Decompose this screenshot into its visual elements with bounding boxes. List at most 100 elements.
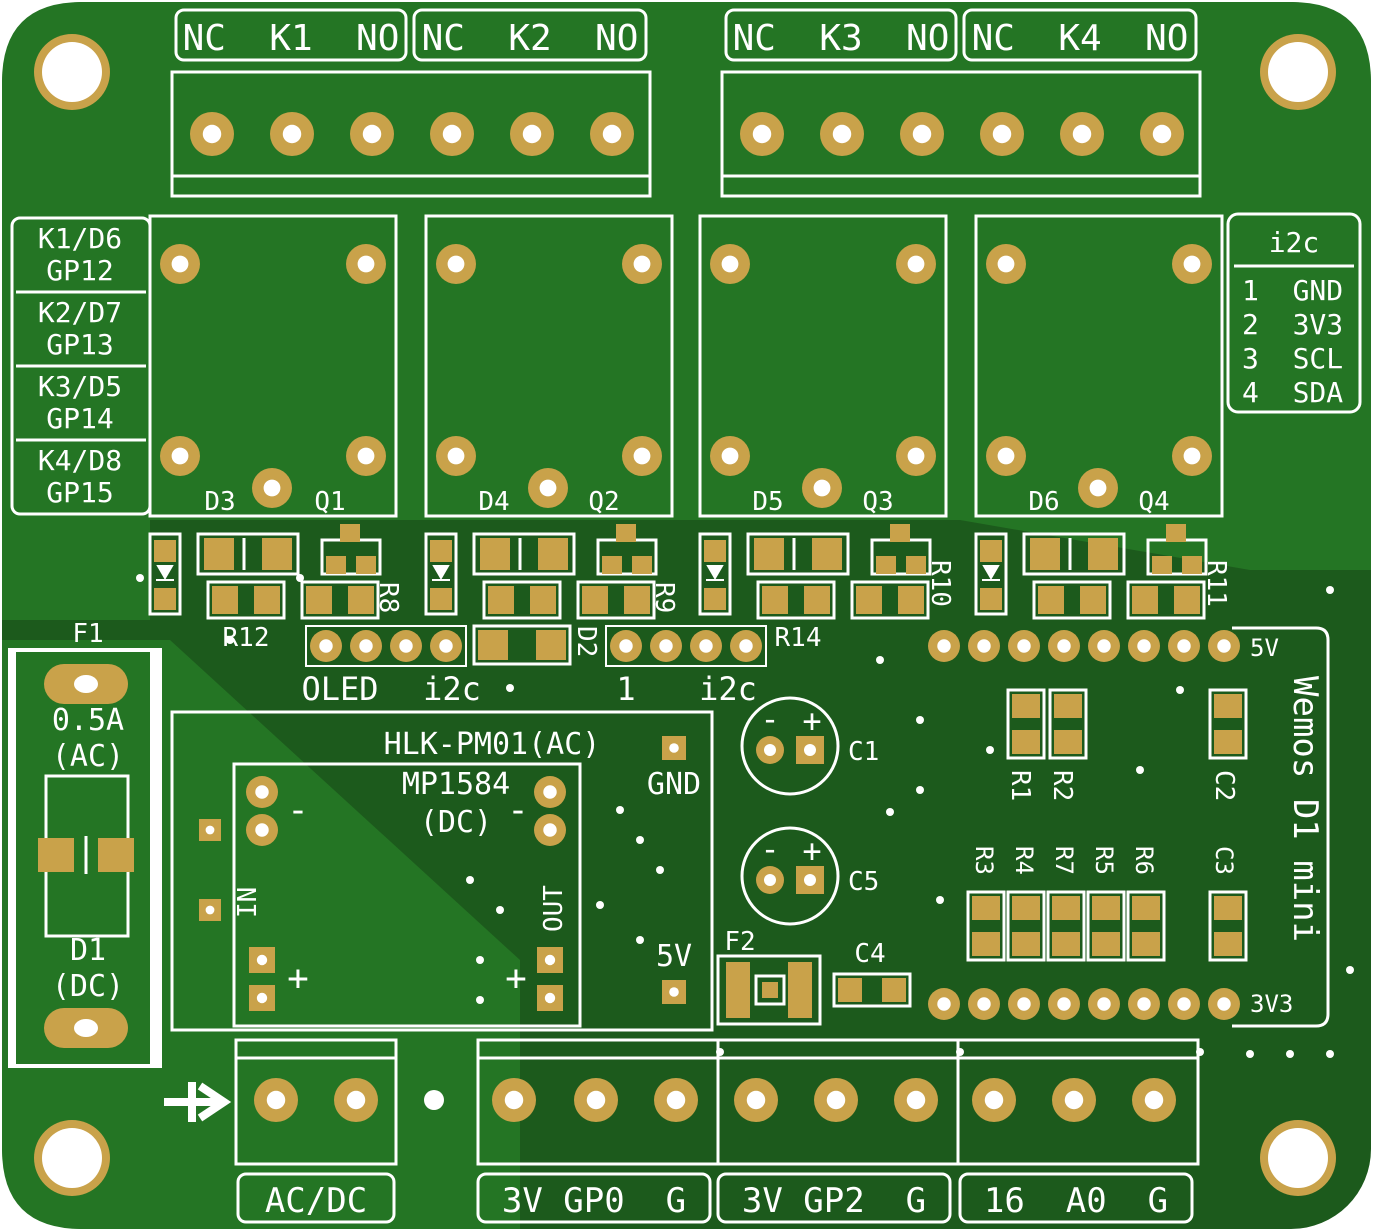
pad-drill [977,639,991,653]
relay-outline [974,214,1224,518]
pin-5v-label: 5V [1250,634,1279,662]
pad-drill [447,255,465,273]
led-pad [204,538,234,570]
base-resistor-pad [624,586,650,614]
resistor-pad [762,586,788,614]
terminal-label-acdc: AC/DC [236,1172,396,1224]
wemos-part-labels: R1 R2 C2 R3 R4 R7 R5 R6 C3 [970,770,1239,875]
via [1326,586,1334,594]
wemos-smd-outline [1046,890,1086,962]
terminal-label-k2: NC K2 NO [412,8,648,62]
relay-footprints [148,214,1224,518]
r2-outline [1048,688,1088,760]
pad-drill [1064,1090,1084,1110]
pin-map-gp3: GP14 [46,402,113,435]
pad-drill [255,785,269,799]
r10-label: R10 [925,560,955,607]
wemos-smd-pad [1012,932,1040,956]
terminal-label-a0: 16 A0 G [958,1172,1194,1224]
flyback-diode-outline [698,532,732,616]
led-outline [746,532,850,576]
via [656,866,664,874]
c5-minus: - [760,830,779,868]
led-pad [1030,538,1060,570]
base-resistor-pad [1132,586,1158,614]
pad-drill [399,639,413,653]
c2-label: C2 [1209,770,1239,801]
pad-drill [205,905,215,915]
resistor-outline [756,580,836,620]
wemos-smd-pad [1052,896,1080,920]
r1-label: R1 [1005,770,1035,801]
i2c-row-1: 1 GND [1242,274,1343,307]
r1-outline [1006,688,1046,760]
wemos-smd-pad [1132,896,1160,920]
r1-pad [1012,694,1040,718]
via [226,636,234,644]
transistor-pad [602,556,622,574]
relay-outline [424,214,674,518]
pad-drill [1097,997,1111,1011]
wemos-smd-pad [1052,932,1080,956]
pad-drill [1183,255,1201,273]
capacitor-c4: C4 [832,939,912,1008]
pin-map-k3: K3/D5 [38,370,122,403]
r2-pad [1054,730,1082,754]
resistor-pad [530,586,556,614]
flyback-diode-outline [148,532,182,616]
relay-4-q-label: Q4 [1138,487,1169,517]
diode-pad [430,540,452,562]
via [296,574,304,582]
five-v-label: 5V [656,939,692,974]
transistor-pad [356,556,376,574]
pin-map-gp1: GP12 [46,254,113,287]
wemos-outline: Wemos D1 mini [1232,626,1330,1028]
resistor-outline [1032,580,1112,620]
terminal-label-k4-text: NC K4 NO [972,18,1189,59]
terminal-label-gp0: 3V GP0 G [476,1172,712,1224]
via [956,1048,964,1056]
resistor-outline [482,580,562,620]
via [1196,1048,1204,1056]
via [1176,686,1184,694]
led-pad [754,538,784,570]
pad-drill [1144,1090,1164,1110]
d1-label: D1 [70,933,106,968]
relay-2-d-label: D4 [478,487,509,517]
relay-3-q-label: Q3 [862,487,893,517]
wemos-smd-pad [1214,896,1242,920]
pad-drill [984,1090,1004,1110]
pad-drill [907,447,925,465]
pad-drill [1137,639,1151,653]
pad-drill [1017,997,1031,1011]
pad-drill [721,447,739,465]
c1-label: C1 [848,737,879,767]
pad-drill [543,823,557,837]
terminal-label-gp2-text: 3V GP2 G [742,1181,926,1221]
base-resistor-pad [898,586,924,614]
pin-map-gp2: GP13 [46,328,113,361]
base-resistor-pad [856,586,882,614]
pad-drill [669,743,679,753]
pad-drill [659,639,673,653]
pad-drill [346,1090,366,1110]
via [986,746,994,754]
via [1346,966,1354,974]
via [886,808,894,816]
fuse-rating-label: 0.5A [52,703,124,738]
c1-plus: + [802,702,821,740]
via [596,901,604,909]
mounting-holes [34,34,1336,1196]
relay-1-d-label: D3 [204,487,235,517]
via [636,936,644,944]
pad-drill [1097,639,1111,653]
terminal-label-acdc-text: AC/DC [265,1181,367,1221]
diode-pad [980,540,1002,562]
wemos-smd-outline [1126,890,1166,962]
pad-drill [937,639,951,653]
in-label: IN [233,887,263,918]
via [636,836,644,844]
pad-drill [544,954,556,966]
pad-drill [202,124,222,144]
pad-drill [586,1090,606,1110]
